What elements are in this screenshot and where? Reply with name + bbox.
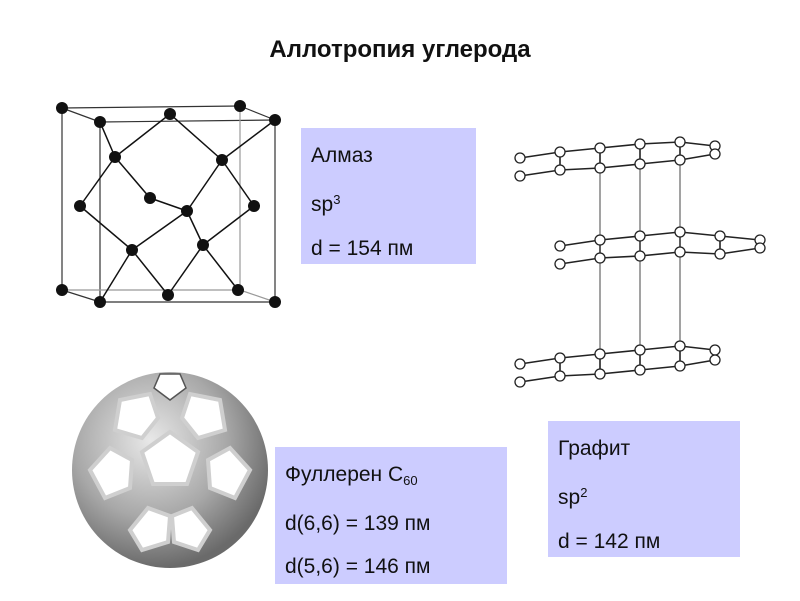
fullerene-label-box: Фуллерен С60 d(6,6) = 139 пм d(5,6) = 14… <box>275 447 507 584</box>
diamond-structure-diagram <box>56 100 281 308</box>
graphite-hybridization: sp2 <box>558 485 588 509</box>
diamond-hybridization: sp3 <box>311 192 341 216</box>
fullerene-name: Фуллерен С60 <box>285 463 418 488</box>
graphite-bond-length: d = 142 пм <box>558 530 661 553</box>
page-title: Аллотропия углерода <box>269 36 531 63</box>
fullerene-bond-lengths: d(6,6) = 139 пм d(5,6) = 146 пм <box>285 512 431 578</box>
graphite-name: Графит <box>558 437 631 460</box>
graphite-structure-diagram <box>514 136 766 388</box>
diamond-bond-length: d = 154 пм <box>311 237 414 260</box>
fullerene-structure-diagram <box>72 372 268 568</box>
diamond-label-box: Алмаз sp3 d = 154 пм <box>301 128 476 264</box>
graphite-label-box: Графит sp2 d = 142 пм <box>548 421 740 557</box>
diamond-name: Алмаз <box>311 144 373 167</box>
